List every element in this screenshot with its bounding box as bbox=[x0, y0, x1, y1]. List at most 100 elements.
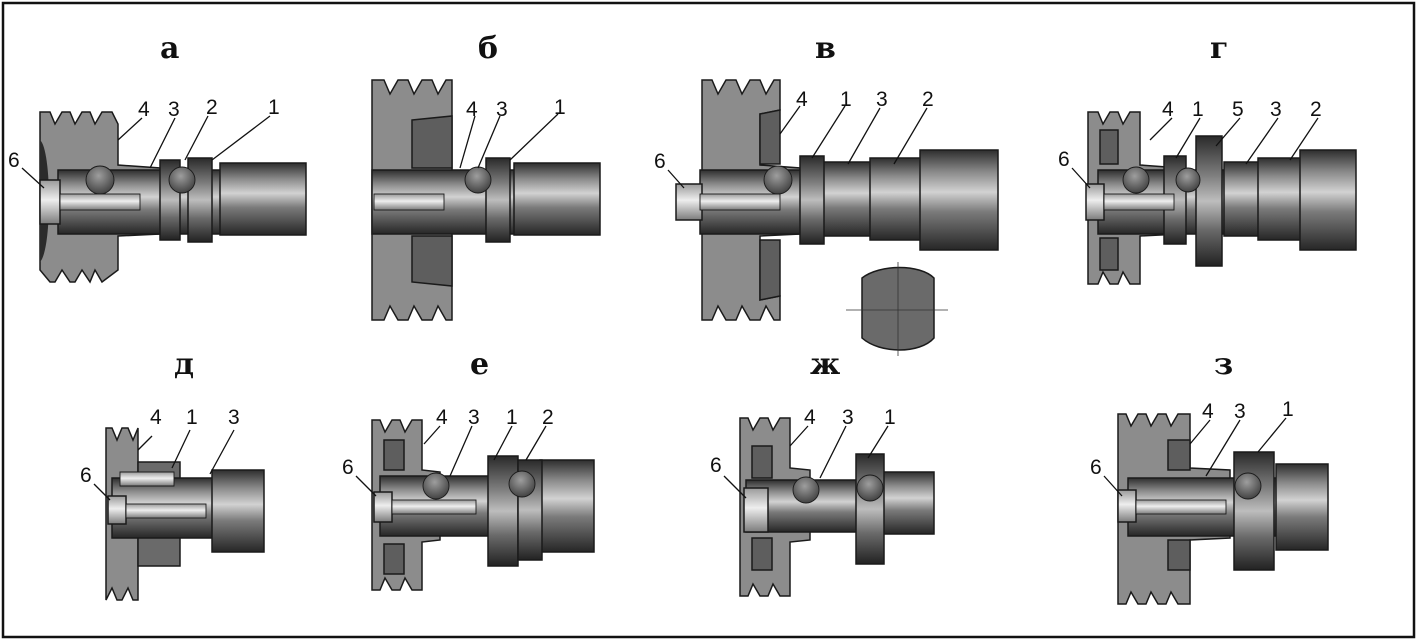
panel-a: а 6 4 3 2 1 bbox=[8, 31, 307, 284]
gear-5 bbox=[1195, 135, 1223, 267]
pulley-hub-section bbox=[411, 235, 453, 287]
bolt-shank bbox=[391, 499, 477, 515]
panel-e: е 6 4 3 1 2 bbox=[342, 347, 595, 591]
panel-letter: г bbox=[1210, 31, 1228, 66]
gear-1 bbox=[1233, 451, 1275, 571]
callout-label: 1 bbox=[554, 96, 566, 119]
bolt-shank bbox=[119, 471, 175, 487]
callout-label: 2 bbox=[922, 88, 934, 111]
callout-label: 6 bbox=[1058, 148, 1070, 171]
pulley-hub-section bbox=[751, 445, 773, 479]
panel-letter: з bbox=[1214, 347, 1233, 382]
pulley-hub-section bbox=[1099, 237, 1119, 271]
crankshaft-web bbox=[919, 149, 999, 251]
panel-letter: д bbox=[174, 347, 194, 382]
callout-label: 6 bbox=[8, 149, 20, 172]
bolt-head bbox=[675, 183, 703, 221]
threaded-bolt bbox=[743, 487, 769, 533]
callout-label: 3 bbox=[876, 88, 888, 111]
pulley-hub-section bbox=[383, 543, 405, 575]
callout-label: 4 bbox=[796, 88, 808, 111]
crankshaft-web bbox=[1299, 149, 1357, 251]
pulley-hub-section bbox=[1167, 439, 1191, 471]
callout-label: 1 bbox=[1282, 398, 1294, 421]
panel-letter: б bbox=[478, 31, 498, 66]
callout-label: 6 bbox=[80, 464, 92, 487]
pulley-hub-section bbox=[411, 115, 453, 169]
pulley-hub-section bbox=[1167, 539, 1191, 571]
callout-label: 5 bbox=[1232, 98, 1244, 121]
callout-label: 3 bbox=[168, 98, 180, 121]
callout-label: 1 bbox=[506, 406, 518, 429]
key bbox=[422, 472, 450, 500]
panel-b: б 4 3 1 bbox=[371, 31, 601, 321]
callout-label: 1 bbox=[884, 406, 896, 429]
crankshaft-collar bbox=[819, 161, 877, 237]
key bbox=[1175, 167, 1201, 193]
panel-v: в 6 4 1 3 2 bbox=[654, 31, 999, 356]
callout-label: 3 bbox=[468, 406, 480, 429]
bolt-shank bbox=[1135, 499, 1227, 515]
callout-label: 6 bbox=[710, 454, 722, 477]
panel-d: д 6 4 1 3 bbox=[80, 347, 265, 601]
panel-letter: в bbox=[815, 31, 836, 66]
bolt-head bbox=[1085, 183, 1105, 221]
callout-label: 4 bbox=[1162, 98, 1174, 121]
bolt-shank bbox=[125, 503, 207, 519]
panel-letter: ж bbox=[810, 347, 840, 382]
key bbox=[508, 470, 536, 498]
key bbox=[168, 166, 196, 194]
key bbox=[763, 165, 793, 195]
callout-label: 2 bbox=[542, 406, 554, 429]
callout-label: 6 bbox=[654, 150, 666, 173]
bolt-shank bbox=[373, 193, 445, 211]
bolt-shank bbox=[699, 193, 781, 211]
panel-g: г 6 4 1 5 3 2 bbox=[1058, 31, 1357, 285]
gear-1 bbox=[799, 155, 825, 245]
crankshaft-journal bbox=[513, 162, 601, 236]
callout-label: 1 bbox=[186, 406, 198, 429]
gear-1 bbox=[487, 455, 519, 567]
pulley-hub-section bbox=[759, 109, 781, 165]
callout-label: 4 bbox=[804, 406, 816, 429]
callout-label: 6 bbox=[1090, 456, 1102, 479]
key bbox=[1122, 166, 1150, 194]
crankshaft-journal bbox=[211, 469, 265, 553]
key bbox=[792, 476, 820, 504]
pulley-hub-section bbox=[751, 537, 773, 571]
panel-z: з 6 4 3 1 bbox=[1090, 347, 1329, 605]
crankshaft-journal bbox=[1275, 463, 1329, 551]
crankshaft-journal bbox=[219, 162, 307, 236]
callout-label: 3 bbox=[842, 406, 854, 429]
callout-label: 6 bbox=[342, 456, 354, 479]
callout-label: 4 bbox=[138, 98, 150, 121]
callout-label: 2 bbox=[1310, 98, 1322, 121]
crankshaft-journal bbox=[869, 157, 927, 241]
bolt-shank bbox=[59, 193, 141, 211]
bolt-shank bbox=[1103, 193, 1175, 211]
key bbox=[85, 165, 115, 195]
callout-label: 1 bbox=[268, 96, 280, 119]
gear-1 bbox=[485, 157, 511, 243]
gear-1 bbox=[855, 453, 885, 565]
key bbox=[856, 474, 884, 502]
callout-label: 4 bbox=[150, 406, 162, 429]
panel-letter: е bbox=[470, 347, 489, 382]
crankshaft-journal bbox=[539, 459, 595, 553]
callout-label: 1 bbox=[840, 88, 852, 111]
callout-label: 3 bbox=[1270, 98, 1282, 121]
bolt-head bbox=[373, 491, 393, 523]
callout-label: 3 bbox=[228, 406, 240, 429]
panel-letter: а bbox=[160, 31, 179, 66]
crankshaft-journal bbox=[1257, 157, 1307, 241]
callout-label: 3 bbox=[1234, 400, 1246, 423]
callout-label: 4 bbox=[1202, 400, 1214, 423]
bolt-head bbox=[107, 495, 127, 525]
panel-zh: ж 6 4 3 1 bbox=[710, 347, 935, 597]
callout-label: 4 bbox=[466, 98, 478, 121]
callout-label: 4 bbox=[436, 406, 448, 429]
pulley-hub-section bbox=[1099, 129, 1119, 165]
pulley-hub-section bbox=[759, 239, 781, 301]
